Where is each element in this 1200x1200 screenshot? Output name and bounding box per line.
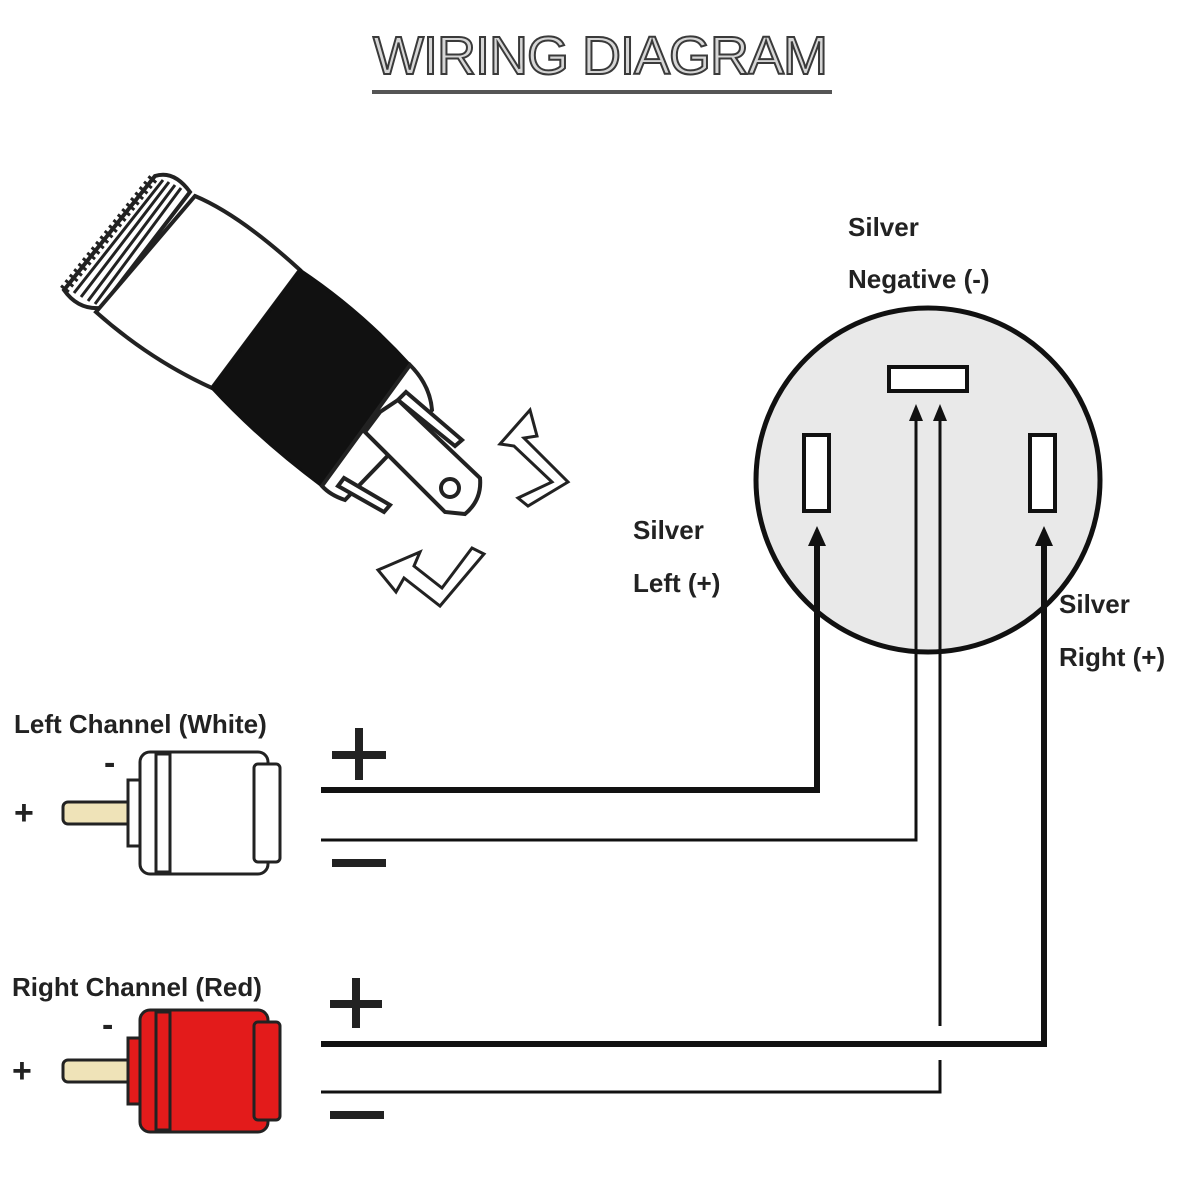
- right-channel-minus: -: [102, 1006, 113, 1044]
- negative-terminal-label-line1: Silver: [848, 212, 919, 242]
- jack-face: [753, 305, 1103, 655]
- left-wire-minus-icon: [332, 859, 386, 867]
- wires: [321, 404, 1053, 1094]
- left-channel-plus: +: [14, 794, 34, 832]
- left-terminal-label-line1: Silver: [633, 515, 704, 545]
- arrowhead-icon: [808, 526, 826, 546]
- right-channel-label: Right Channel (Red): [12, 972, 262, 1002]
- right-wire-plus-icon: [330, 978, 382, 1028]
- arrowhead-icon: [933, 404, 947, 421]
- left-rca-plug: [61, 750, 282, 876]
- right-wire-minus-icon: [330, 1111, 384, 1119]
- rotate-arrow-icon: [497, 406, 571, 508]
- diagram-title: WIRING DIAGRAM: [373, 26, 827, 86]
- arrowhead-icon: [909, 404, 923, 421]
- rotate-arrow-icon: [375, 546, 487, 609]
- audio-jack-illustration: [60, 172, 571, 609]
- arrowhead-icon: [1035, 526, 1053, 546]
- jack-knurled-nut: [60, 172, 193, 311]
- jack-pins: [335, 389, 483, 517]
- left-channel-label: Left Channel (White): [14, 709, 267, 739]
- left-terminal: [802, 433, 831, 513]
- negative-terminal: [887, 365, 969, 393]
- right-terminal-label-line2: Right (+): [1059, 642, 1165, 672]
- right-terminal-label-line1: Silver: [1059, 589, 1130, 619]
- wire-right-positive: [321, 540, 1047, 1047]
- left-rca-pin: [61, 800, 137, 826]
- left-channel-minus: -: [104, 744, 115, 782]
- right-rca-plug: [61, 1008, 282, 1134]
- left-terminal-label-line2: Left (+): [633, 568, 720, 598]
- right-channel-plus: +: [12, 1052, 32, 1090]
- right-rca-pin: [61, 1058, 137, 1084]
- wire-right-negative: [321, 1060, 942, 1094]
- right-terminal: [1028, 433, 1057, 513]
- wire-left-negative: [321, 418, 918, 842]
- jack-terminal-view: [753, 305, 1103, 655]
- wire-left-positive: [321, 540, 820, 793]
- negative-terminal-label-line2: Negative (-): [848, 264, 990, 294]
- left-wire-plus-icon: [332, 728, 386, 780]
